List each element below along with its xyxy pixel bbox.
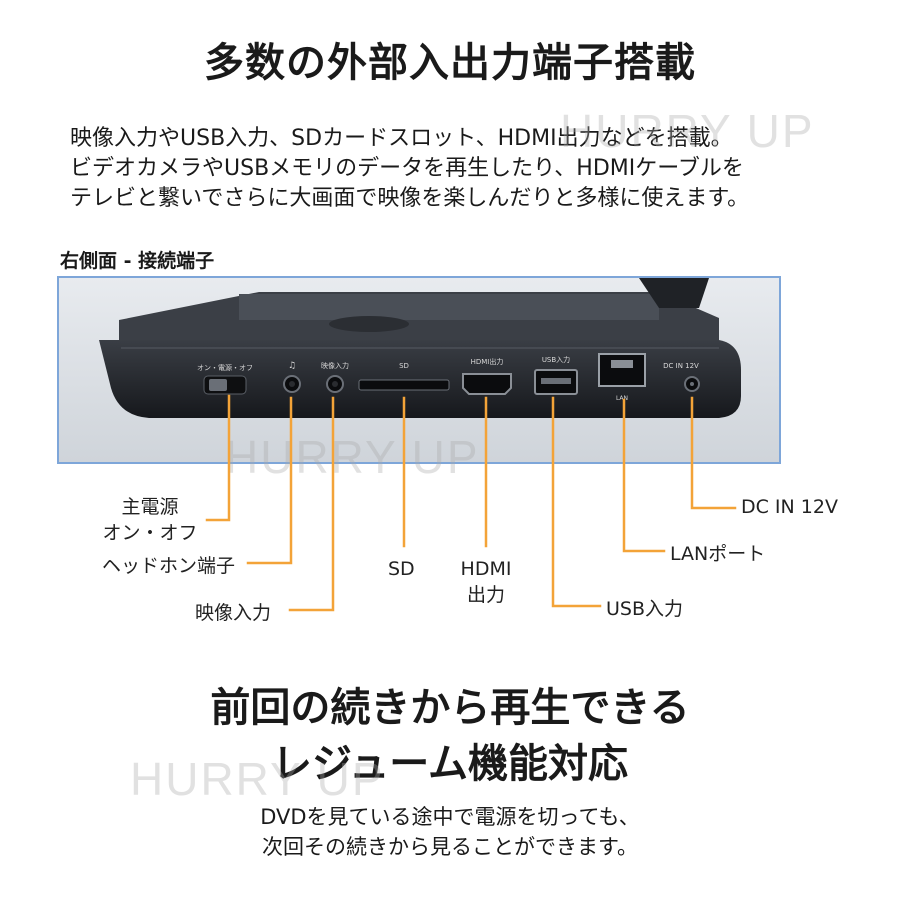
device-print-lan: LAN bbox=[616, 395, 628, 402]
label-hdmi-line: 出力 bbox=[466, 584, 505, 606]
device-print-sd: SD bbox=[399, 362, 409, 370]
label-power-line: 主電源 bbox=[121, 496, 179, 518]
label-usb: USB入力 bbox=[606, 598, 684, 620]
watermark: HURRY UP bbox=[560, 105, 815, 157]
watermark: HURRY UP bbox=[225, 431, 480, 483]
description-line: ビデオカメラやUSBメモリのデータを再生したり、HDMIケーブルを bbox=[70, 156, 744, 181]
description-line: 映像入力やUSB入力、SDカードスロット、HDMI出力などを搭載。 bbox=[70, 126, 733, 151]
label-lan: LANポート bbox=[670, 543, 766, 565]
device-print-usb: USB入力 bbox=[542, 355, 570, 364]
description-line: テレビと繋いでさらに大画面で映像を楽しんだりと多様に使えます。 bbox=[70, 186, 750, 211]
label-hdmi-line: HDMI bbox=[460, 558, 512, 580]
device-print-switch: オン・電源・オフ bbox=[197, 363, 253, 372]
headphone-icon: ♫ bbox=[288, 361, 296, 371]
device-print-video: 映像入力 bbox=[321, 361, 349, 370]
device-print-hdmi: HDMI出力 bbox=[471, 357, 504, 366]
resume-title-line: 前回の続きから再生できる bbox=[210, 685, 690, 731]
section-title-resume: 前回の続きから再生できる レジューム機能対応 bbox=[0, 680, 900, 792]
ports-description: 映像入力やUSB入力、SDカードスロット、HDMI出力などを搭載。 ビデオカメラ… bbox=[70, 124, 870, 214]
resume-description: DVDを見ている途中で電源を切っても、 次回その続きから見ることができます。 bbox=[0, 802, 900, 862]
label-headphone: ヘッドホン端子 bbox=[102, 555, 236, 577]
photo-caption: 右側面 - 接続端子 bbox=[60, 250, 215, 272]
label-dc: DC IN 12V bbox=[741, 496, 838, 518]
label-hdmi: HDMI 出力 bbox=[450, 556, 522, 608]
label-video-in: 映像入力 bbox=[195, 602, 272, 624]
label-sd: SD bbox=[388, 558, 415, 580]
watermark: HURRY UP bbox=[130, 753, 385, 805]
label-power-line: オン・オフ bbox=[102, 522, 198, 544]
resume-description-line: 次回その続きから見ることができます。 bbox=[262, 835, 638, 859]
resume-description-line: DVDを見ている途中で電源を切っても、 bbox=[260, 805, 640, 829]
device-print-dc: DC IN 12V bbox=[663, 362, 699, 370]
section-title-ports: 多数の外部入出力端子搭載 bbox=[204, 40, 696, 86]
resume-title-line: レジューム機能対応 bbox=[272, 741, 628, 787]
label-power: 主電源 オン・オフ bbox=[100, 494, 200, 546]
